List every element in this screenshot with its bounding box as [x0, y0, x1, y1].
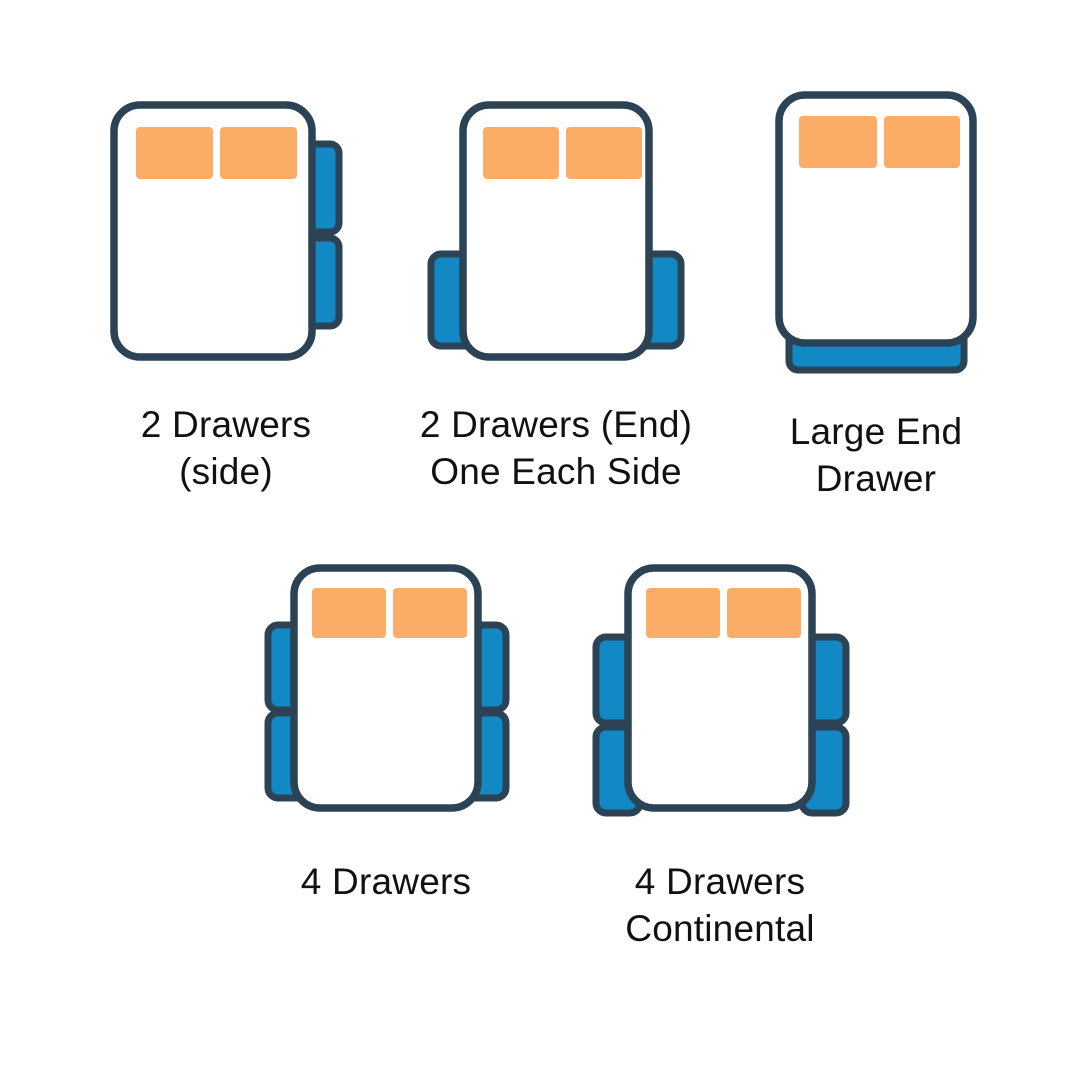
pillow-right: [220, 127, 297, 179]
option-large-end-drawer[interactable]: Large End Drawer: [736, 82, 1016, 503]
pillow-right: [393, 588, 467, 638]
pillow-left: [483, 127, 559, 179]
pillow-left: [136, 127, 213, 179]
pillow-left: [799, 116, 877, 168]
bed-illustration-large-end-drawer: [761, 82, 991, 382]
pillow-right: [884, 116, 960, 168]
option-caption: Large End Drawer: [789, 411, 963, 500]
bed-illustration-two-drawers-side: [101, 92, 351, 377]
option-two-drawers-side[interactable]: 2 Drawers (side): [76, 92, 376, 496]
bed-illustration-two-drawers-end: [421, 92, 691, 377]
bed-illustration-four-drawers-continental: [590, 555, 850, 820]
pillow-left: [312, 588, 386, 638]
bed-illustration-four-drawers: [256, 555, 516, 820]
pillow-left: [646, 588, 720, 638]
option-caption: 4 Drawers: [300, 861, 472, 902]
option-four-drawers[interactable]: 4 Drawers: [236, 555, 536, 905]
option-caption: 2 Drawers (End) One Each Side: [419, 404, 693, 493]
pillow-right: [566, 127, 642, 179]
option-caption: 2 Drawers (side): [140, 404, 312, 493]
option-four-drawers-continental[interactable]: 4 Drawers Continental: [570, 555, 870, 953]
pillow-right: [727, 588, 801, 638]
option-two-drawers-end-one-each-side[interactable]: 2 Drawers (End) One Each Side: [396, 92, 716, 496]
option-caption: 4 Drawers Continental: [625, 861, 815, 950]
